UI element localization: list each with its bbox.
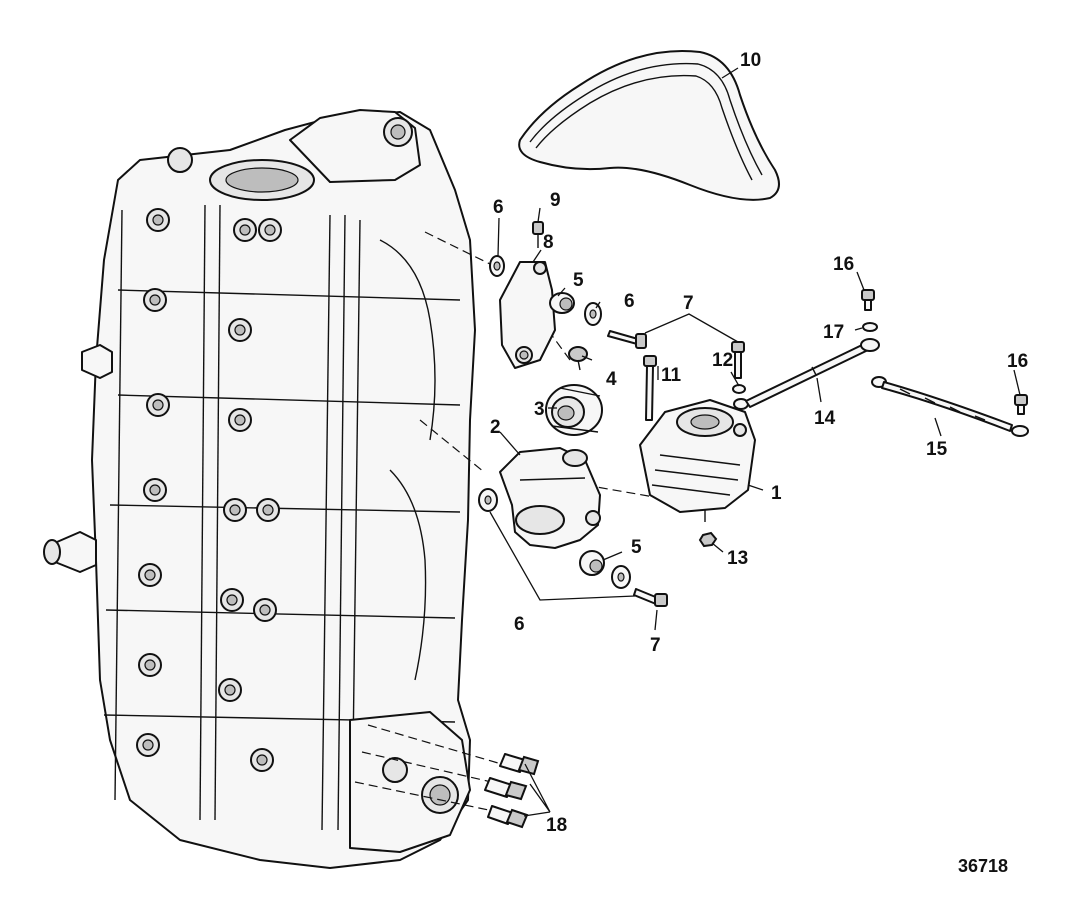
bolt-9 xyxy=(532,221,544,248)
callout-17: 17 xyxy=(823,322,844,343)
callout-labels: 1 2 3 4 5 5 6 6 6 7 7 8 9 10 11 12 13 14… xyxy=(490,50,1028,836)
callout-18: 18 xyxy=(546,815,567,836)
spacer-5-upper xyxy=(549,292,575,314)
washer-17 xyxy=(862,322,878,332)
callout-7-upper: 7 xyxy=(683,293,694,314)
alternator-1 xyxy=(639,399,756,522)
drive-belt xyxy=(518,49,780,201)
bolt-4 xyxy=(568,346,588,371)
idler-pulley-3 xyxy=(545,384,603,436)
engine-block xyxy=(43,109,476,869)
callout-8: 8 xyxy=(543,232,554,253)
bolt-11 xyxy=(643,355,657,421)
belt-tensioner-2 xyxy=(499,447,601,549)
callout-14: 14 xyxy=(814,408,836,429)
callout-16-right: 16 xyxy=(1007,351,1028,372)
callout-7-lower: 7 xyxy=(650,635,661,656)
callout-4: 4 xyxy=(606,369,617,390)
callout-5-lower: 5 xyxy=(631,537,642,558)
callout-11: 11 xyxy=(661,365,682,386)
ground-cable-15 xyxy=(871,376,1029,437)
bolt-16-upper xyxy=(861,289,875,311)
figure-number: 36718 xyxy=(958,856,1008,876)
assembly-lines xyxy=(354,231,661,813)
callout-9: 9 xyxy=(550,190,561,211)
screws-18 xyxy=(484,753,540,829)
leader-lines xyxy=(489,67,1021,817)
washer-6-lower xyxy=(478,488,498,512)
bracket-8 xyxy=(499,261,556,369)
bolt-16-right xyxy=(1014,394,1028,415)
callout-12: 12 xyxy=(712,350,733,371)
callout-3: 3 xyxy=(534,399,545,420)
callout-5-upper: 5 xyxy=(573,270,584,291)
callout-6-upper: 6 xyxy=(493,197,504,218)
callout-10: 10 xyxy=(740,50,761,71)
callout-2: 2 xyxy=(490,417,501,438)
washer-6-lower-right xyxy=(611,565,631,589)
callout-13: 13 xyxy=(727,548,748,569)
callout-6-lower: 6 xyxy=(514,614,525,635)
callout-16-upper: 16 xyxy=(833,254,854,275)
nut-13 xyxy=(698,531,718,548)
callout-6-mid: 6 xyxy=(624,291,635,312)
callout-1: 1 xyxy=(771,483,782,504)
bolt-7-upper-a xyxy=(607,330,647,349)
washer-6-upper xyxy=(489,255,505,277)
bolt-7-lower xyxy=(633,588,668,607)
block-bolt-bosses xyxy=(136,208,282,772)
washer-6-mid xyxy=(584,302,602,326)
callout-15: 15 xyxy=(926,439,948,460)
washer-12 xyxy=(732,384,746,394)
support-rod-14 xyxy=(733,338,880,410)
bolt-7-upper-b xyxy=(731,341,745,379)
spacer-5-lower xyxy=(579,550,605,576)
